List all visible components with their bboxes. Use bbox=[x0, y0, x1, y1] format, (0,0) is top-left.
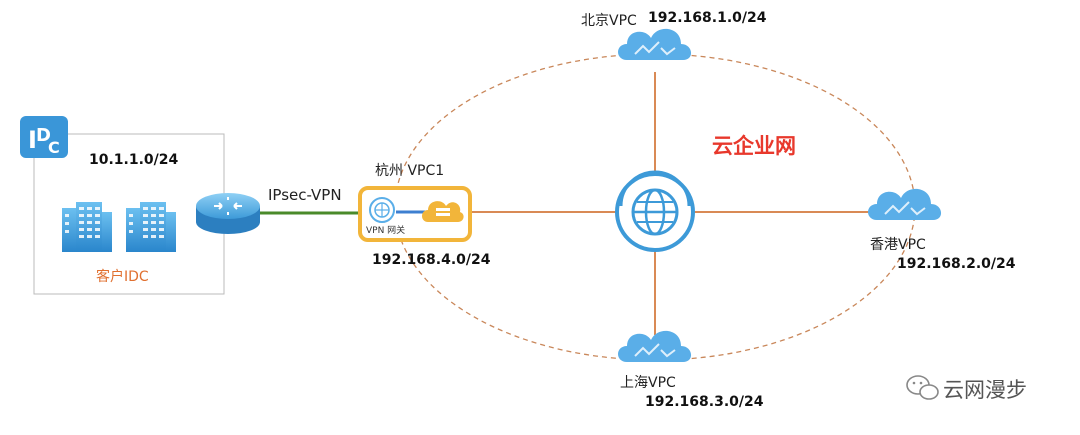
idc-subnet: 10.1.1.0/24 bbox=[89, 152, 179, 168]
svg-text:C: C bbox=[48, 138, 60, 157]
watermark-text: 云网漫步 bbox=[943, 378, 1027, 402]
building-icon bbox=[62, 202, 112, 252]
building-icon bbox=[126, 202, 176, 252]
svg-text:I: I bbox=[28, 126, 37, 154]
wechat-icon bbox=[906, 375, 939, 400]
globe-icon bbox=[615, 170, 695, 252]
shanghai-vpc-subnet: 192.168.3.0/24 bbox=[645, 394, 764, 410]
vpn-gateway-label: VPN 网关 bbox=[366, 226, 406, 236]
vpc1-title: 杭州 VPC1 bbox=[375, 163, 445, 179]
cloud-gateway-icon bbox=[422, 201, 464, 222]
cloud-icon bbox=[867, 187, 943, 221]
shanghai-vpc-name: 上海VPC bbox=[620, 375, 676, 391]
cen-label: 云企业网 bbox=[712, 134, 796, 158]
cloud-icon bbox=[617, 329, 693, 363]
idc-badge-icon: I D C bbox=[20, 116, 68, 158]
beijing-vpc-subnet: 192.168.1.0/24 bbox=[648, 10, 767, 26]
beijing-vpc-name: 北京VPC bbox=[581, 13, 637, 29]
router-icon bbox=[196, 193, 260, 234]
svg-text:D: D bbox=[36, 125, 51, 146]
vpc1-subnet: 192.168.4.0/24 bbox=[372, 252, 491, 268]
hongkong-vpc-subnet: 192.168.2.0/24 bbox=[897, 256, 1016, 272]
ipsec-label: IPsec-VPN bbox=[268, 186, 342, 204]
vpn-gateway-icon bbox=[369, 197, 395, 223]
cloud-icon bbox=[617, 27, 693, 61]
idc-name: 客户IDC bbox=[96, 269, 149, 285]
hongkong-vpc-name: 香港VPC bbox=[870, 237, 926, 253]
